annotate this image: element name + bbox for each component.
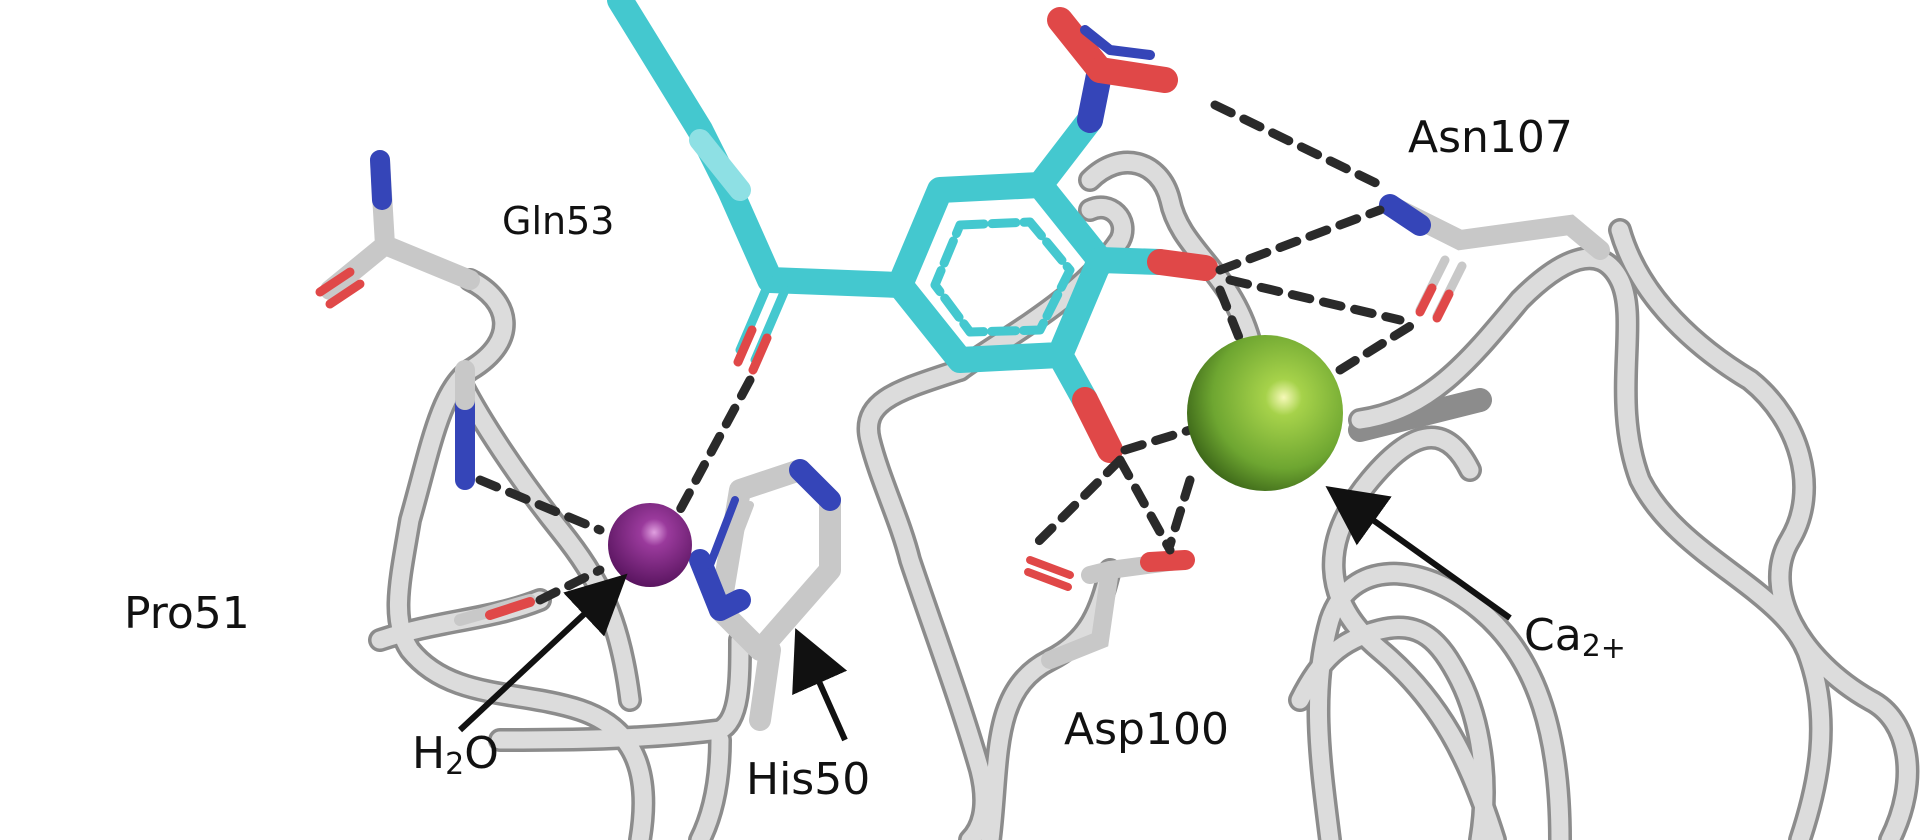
label-his50: His50 (746, 754, 871, 805)
ca-symbol: Ca (1524, 610, 1582, 661)
label-pro51: Pro51 (124, 588, 250, 639)
label-calcium: Ca2+ (1524, 614, 1626, 664)
label-gln53: Gln53 (502, 199, 615, 243)
annotation-arrows (457, 486, 1512, 742)
arrow-his50 (792, 628, 848, 742)
asn107-sidechain (1379, 194, 1610, 323)
label-h2o: H2O (412, 732, 499, 780)
gln53-sidechain (315, 150, 536, 626)
water-oxygen (608, 503, 692, 587)
ligand (607, 0, 1218, 463)
calcium-ion (1187, 335, 1343, 491)
ca-charge-sign: + (1600, 631, 1626, 666)
his50-sidechain (689, 459, 841, 731)
arrow-h2o (457, 573, 628, 733)
h2o-o: O (464, 728, 499, 779)
label-asp100: Asp100 (1064, 704, 1229, 755)
arrow-ca (1325, 486, 1512, 621)
asp100-sidechain (1024, 550, 1195, 669)
h2o-h: H (412, 728, 446, 779)
ca-charge-number: 2 (1581, 629, 1601, 664)
label-asn107: Asn107 (1408, 112, 1573, 163)
h2o-subscript: 2 (445, 747, 465, 782)
